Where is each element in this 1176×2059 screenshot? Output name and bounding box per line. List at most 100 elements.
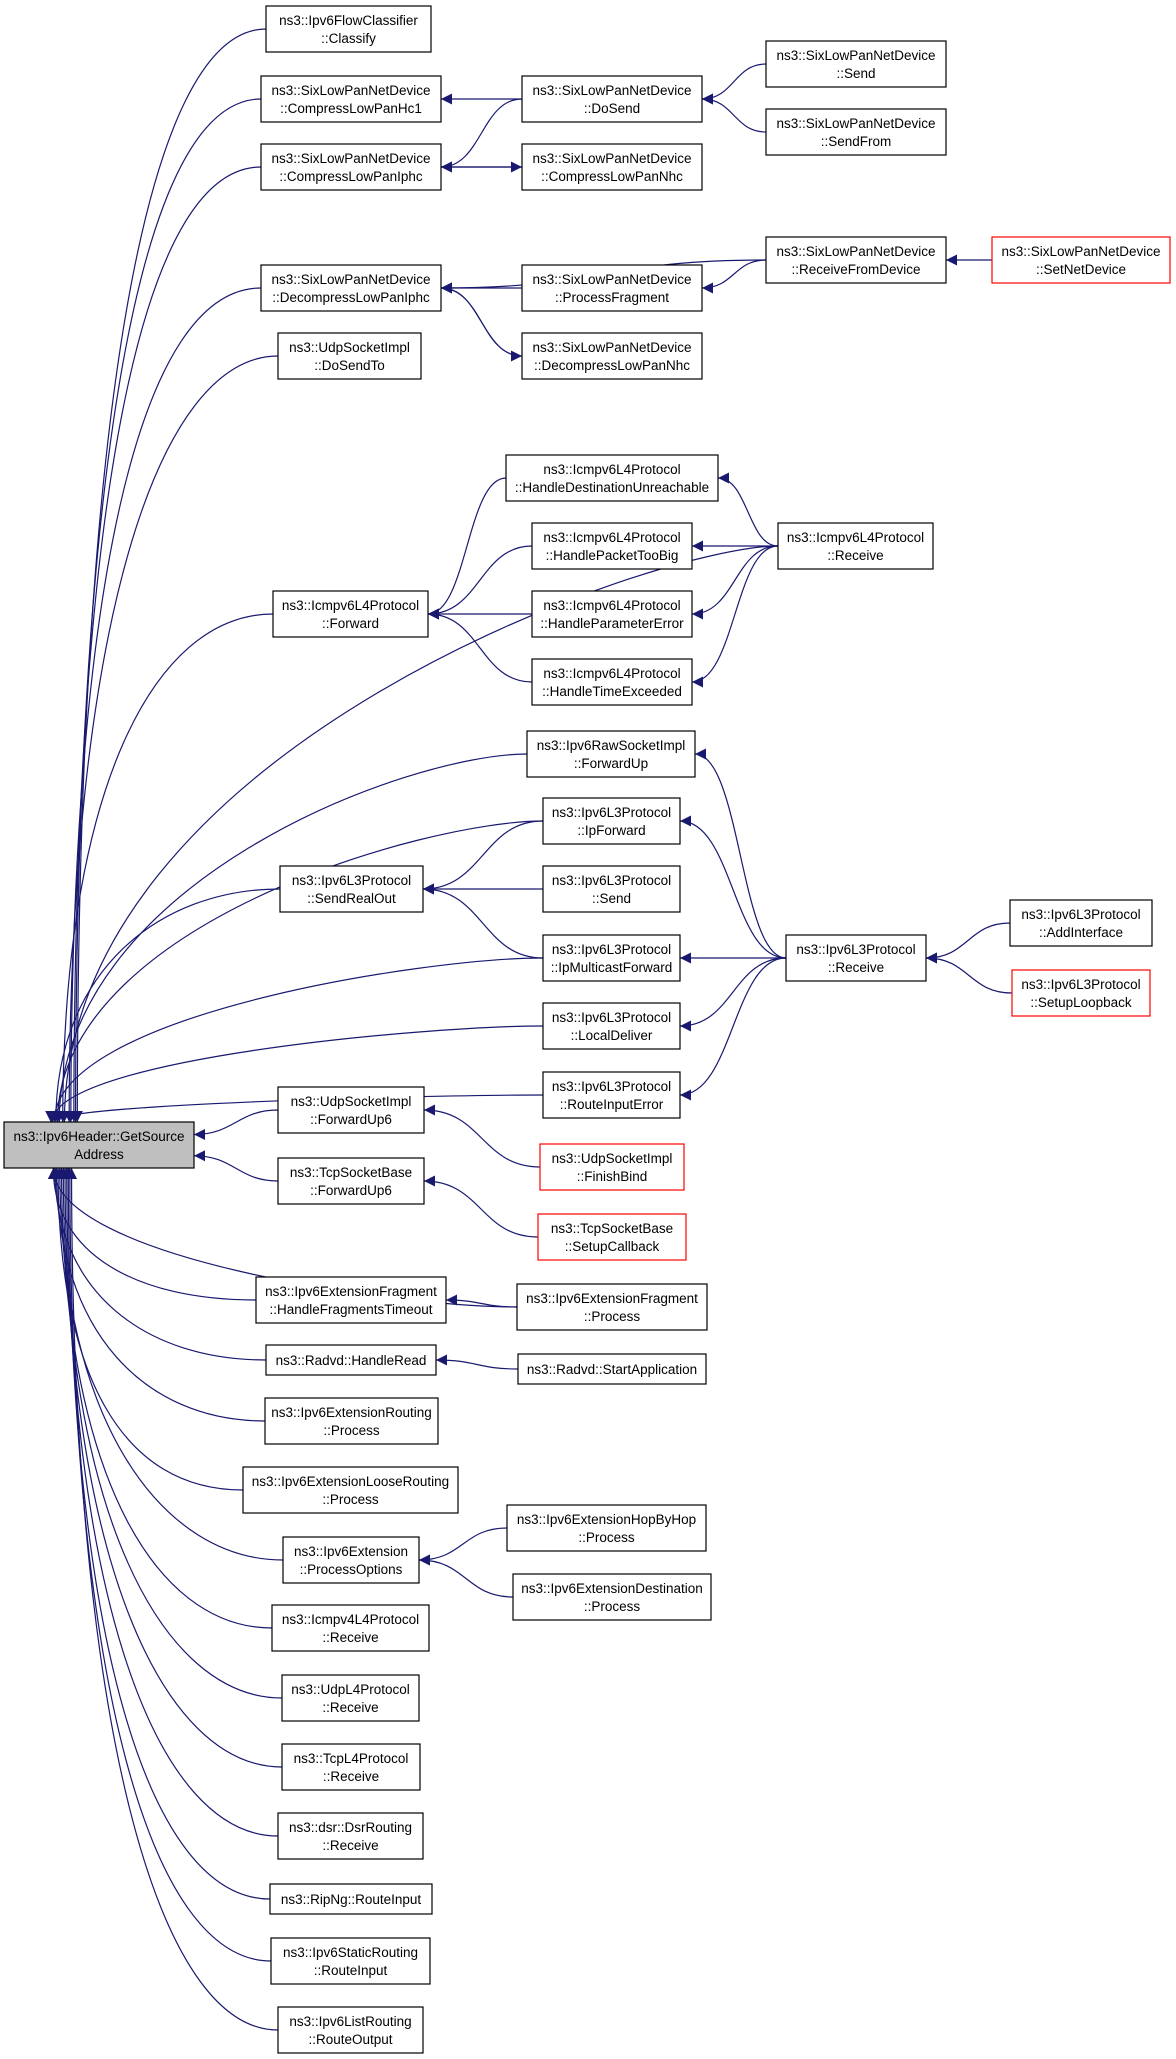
node-box	[277, 1812, 424, 1860]
call-node[interactable]: ns3::Icmpv6L4Protocol::Forward	[272, 590, 429, 638]
call-edge	[49, 1167, 267, 1361]
call-node[interactable]: ns3::Ipv6ExtensionDestination::Process	[512, 1573, 712, 1621]
node-label: ns3::Ipv6L3Protocol	[552, 1010, 671, 1025]
call-node[interactable]: ns3::Ipv6ExtensionFragment::Process	[516, 1283, 708, 1331]
node-label: ::SendRealOut	[307, 891, 396, 906]
node-label: ns3::TcpSocketBase	[551, 1221, 673, 1236]
call-edge	[53, 753, 528, 1123]
call-node[interactable]: ns3::Ipv6ExtensionFragment::HandleFragme…	[255, 1276, 447, 1324]
call-node[interactable]: ns3::Ipv6L3Protocol::AddInterface	[1009, 899, 1153, 947]
call-node[interactable]: ns3::Icmpv6L4Protocol::HandleTimeExceede…	[531, 658, 693, 706]
call-edge	[52, 1167, 244, 1491]
call-node[interactable]: ns3::Ipv6L3Protocol::Receive	[785, 934, 927, 982]
call-node[interactable]: ns3::SixLowPanNetDevice::CompressLowPanN…	[521, 143, 703, 191]
call-node[interactable]: ns3::SixLowPanNetDevice::DecompressLowPa…	[521, 332, 703, 380]
call-edge	[71, 28, 267, 1123]
call-edge	[193, 1150, 279, 1182]
call-edge	[717, 472, 779, 547]
call-edge	[427, 477, 507, 620]
call-node[interactable]: ns3::Ipv6L3Protocol::LocalDeliver	[542, 1002, 681, 1050]
node-box	[277, 1157, 425, 1205]
call-node[interactable]: ns3::Ipv6ExtensionHopByHop::Process	[506, 1504, 707, 1552]
call-edge	[56, 1167, 273, 1629]
call-edge	[691, 545, 779, 688]
call-edge	[701, 259, 767, 294]
call-node[interactable]: ns3::SixLowPanNetDevice::CompressLowPanH…	[260, 75, 442, 123]
call-node[interactable]: ns3::UdpSocketImpl::ForwardUp6	[277, 1086, 425, 1134]
call-node[interactable]: ns3::Ipv6Extension::ProcessOptions	[282, 1536, 420, 1584]
call-node[interactable]: ns3::SixLowPanNetDevice::SetNetDevice	[991, 236, 1171, 284]
call-node[interactable]: ns3::Ipv6RawSocketImpl::ForwardUp	[526, 730, 696, 778]
call-node[interactable]: ns3::Ipv6ExtensionLooseRouting::Process	[242, 1466, 459, 1514]
call-node[interactable]: ns3::TcpSocketBase::ForwardUp6	[277, 1157, 425, 1205]
node-label: Address	[74, 1147, 124, 1162]
call-node[interactable]: ns3::SixLowPanNetDevice::DoSend	[521, 75, 703, 123]
node-label: ::Receive	[828, 960, 884, 975]
call-edge	[422, 883, 544, 959]
node-box	[765, 108, 947, 156]
call-node[interactable]: ns3::SixLowPanNetDevice::CompressLowPanI…	[260, 143, 442, 191]
call-node[interactable]: ns3::Icmpv6L4Protocol::HandleDestination…	[505, 454, 719, 502]
call-node[interactable]: ns3::Ipv6ExtensionRouting::Process	[264, 1397, 439, 1445]
call-node[interactable]: ns3::UdpSocketImpl::DoSendTo	[277, 332, 422, 380]
call-node[interactable]: ns3::RipNg::RouteInput	[269, 1883, 433, 1915]
call-node[interactable]: ns3::SixLowPanNetDevice::SendFrom	[765, 108, 947, 156]
call-edge	[691, 545, 779, 620]
call-edge	[70, 98, 262, 1123]
call-node[interactable]: ns3::Radvd::StartApplication	[517, 1353, 707, 1385]
call-node[interactable]: ns3::TcpL4Protocol::Receive	[281, 1743, 421, 1791]
node-box	[542, 865, 681, 913]
call-node[interactable]: ns3::Icmpv6L4Protocol::HandlePacketTooBi…	[531, 522, 693, 570]
call-node[interactable]: ns3::Ipv6L3Protocol::RouteInputError	[542, 1071, 681, 1119]
node-label: ns3::Ipv6L3Protocol	[552, 1079, 671, 1094]
node-box	[542, 1071, 681, 1119]
call-node[interactable]: ns3::Icmpv6L4Protocol::HandleParameterEr…	[531, 590, 693, 638]
call-node[interactable]: ns3::Radvd::HandleRead	[265, 1344, 437, 1376]
call-node[interactable]: ns3::dsr::DsrRouting::Receive	[277, 1812, 424, 1860]
node-label: ns3::Ipv6Extension	[294, 1544, 408, 1559]
node-box	[531, 522, 693, 570]
call-node[interactable]: ns3::SixLowPanNetDevice::Send	[765, 40, 947, 88]
call-node[interactable]: ns3::SixLowPanNetDevice::DecompressLowPa…	[260, 264, 442, 312]
call-edge	[57, 613, 274, 1123]
call-edge	[50, 1167, 266, 1422]
node-label: ns3::Ipv6L3Protocol	[796, 942, 915, 957]
call-node[interactable]: ns3::Ipv6ListRouting::RouteOutput	[277, 2006, 424, 2054]
call-node[interactable]: ns3::Ipv6L3Protocol::IpForward	[542, 797, 681, 845]
node-label: ::HandleTimeExceeded	[542, 684, 682, 699]
call-edge	[193, 1109, 279, 1140]
call-node[interactable]: ns3::Icmpv4L4Protocol::Receive	[271, 1604, 430, 1652]
call-node[interactable]: ns3::SixLowPanNetDevice::ProcessFragment	[521, 264, 703, 312]
node-label: ::SendFrom	[821, 134, 892, 149]
node-label: ns3::Ipv6L3Protocol	[552, 805, 671, 820]
call-node[interactable]: ns3::Ipv6L3Protocol::SendRealOut	[279, 865, 424, 913]
node-label: ns3::SixLowPanNetDevice	[776, 116, 935, 131]
call-node[interactable]: ns3::Ipv6StaticRouting::RouteInput	[270, 1937, 431, 1985]
call-node[interactable]: ns3::Ipv6L3Protocol::Send	[542, 865, 681, 913]
call-node[interactable]: ns3::UdpL4Protocol::Receive	[281, 1674, 420, 1722]
node-label: ::RouteOutput	[308, 2032, 392, 2047]
call-node[interactable]: ns3::UdpSocketImpl::FinishBind	[539, 1143, 685, 1191]
call-node[interactable]: ns3::Ipv6L3Protocol::IpMulticastForward	[542, 934, 681, 982]
node-label: ns3::Ipv6L3Protocol	[552, 942, 671, 957]
call-node[interactable]: ns3::Ipv6FlowClassifier::Classify	[265, 5, 432, 53]
node-box	[255, 1276, 447, 1324]
node-label: ns3::SixLowPanNetDevice	[271, 272, 430, 287]
node-label: ::FinishBind	[577, 1169, 648, 1184]
call-node[interactable]: ns3::Ipv6L3Protocol::SetupLoopback	[1011, 969, 1151, 1017]
call-edge	[64, 1167, 272, 1962]
call-node[interactable]: ns3::TcpSocketBase::SetupCallback	[537, 1213, 687, 1261]
node-label: ::Receive	[322, 1630, 378, 1645]
node-box	[785, 934, 927, 982]
node-label: ::DecompressLowPanIphc	[272, 290, 430, 305]
call-node[interactable]: ns3::SixLowPanNetDevice::ReceiveFromDevi…	[765, 236, 947, 284]
node-label: ns3::Icmpv6L4Protocol	[282, 598, 419, 613]
node-box	[765, 236, 947, 284]
call-edge	[68, 166, 262, 1123]
node-label: ns3::SixLowPanNetDevice	[532, 151, 691, 166]
call-node[interactable]: ns3::Icmpv6L4Protocol::Receive	[777, 522, 934, 570]
node-label: ::SetupLoopback	[1030, 995, 1132, 1010]
node-label: ns3::Icmpv6L4Protocol	[543, 598, 680, 613]
